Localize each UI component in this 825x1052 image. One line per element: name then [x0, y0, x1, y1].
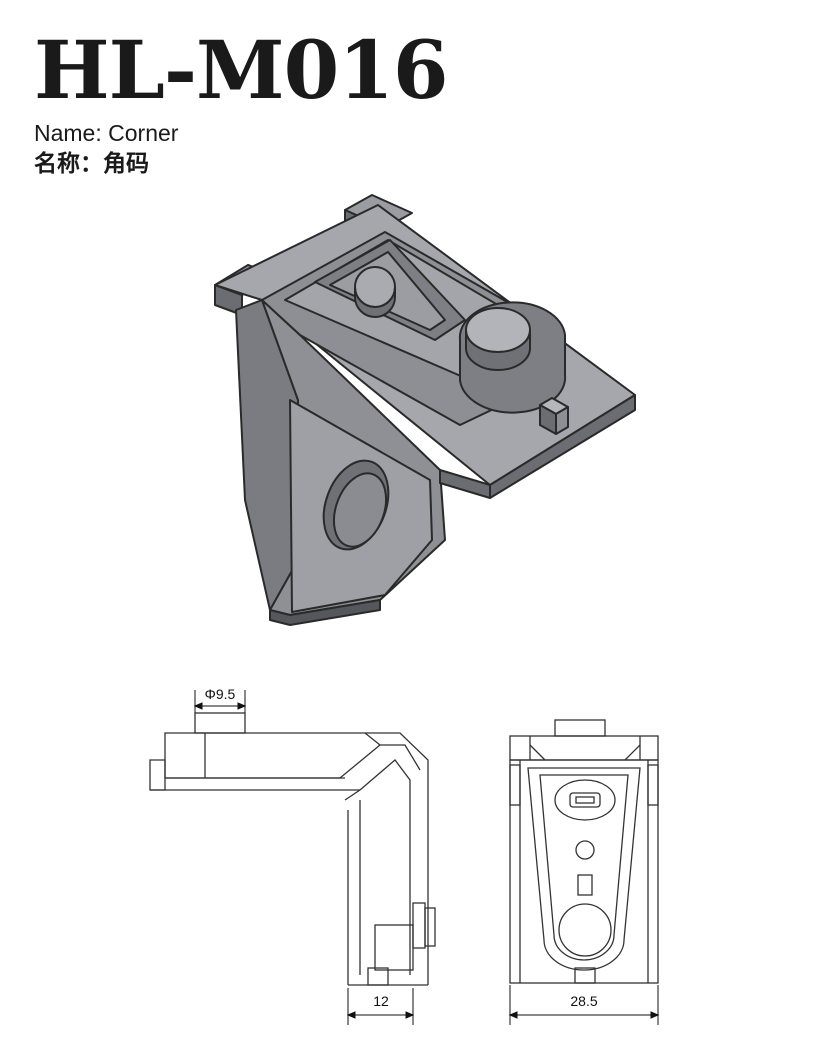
diameter-dimension-label: Φ9.5 — [205, 686, 236, 702]
side-width-dimension-label: 12 — [373, 993, 389, 1009]
front-width-dimension-label: 28.5 — [570, 993, 597, 1009]
model-title: HL-M016 — [34, 23, 449, 117]
product-name-chinese: 名称：角码 — [34, 150, 149, 176]
product-name-english: Name: Corner — [34, 120, 179, 146]
